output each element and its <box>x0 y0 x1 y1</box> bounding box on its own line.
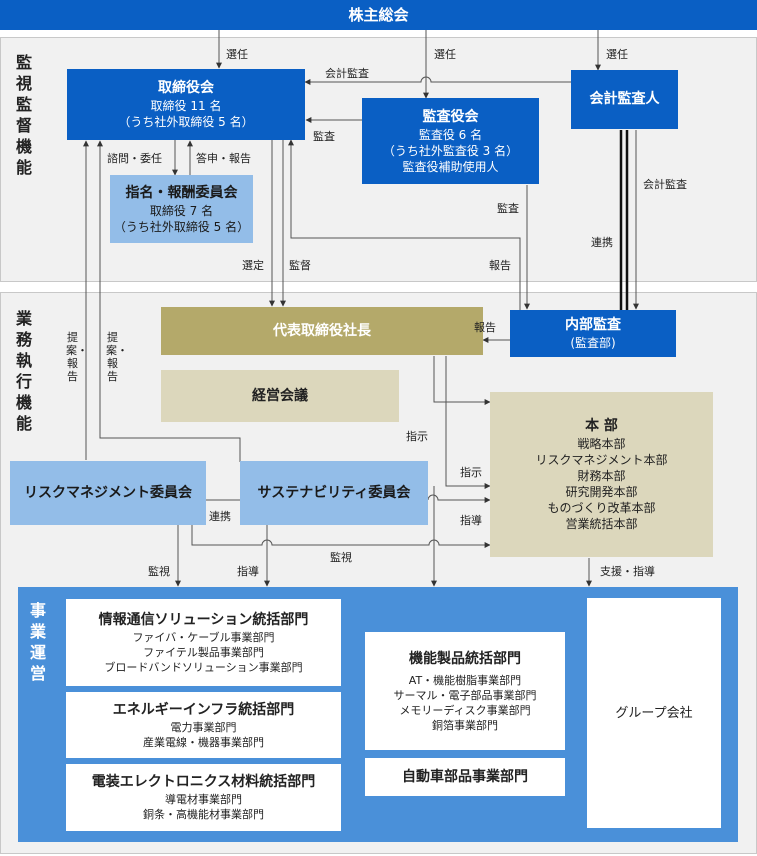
label-elect-board: 選任 <box>226 48 248 61</box>
division-functional: 機能製品統括部門 AT・機能樹脂事業部門 サーマル・電子部品事業部門 メモリーデ… <box>365 632 565 750</box>
label-propose-sustainability: 提案・報告 <box>106 331 128 383</box>
label-appoint: 選定 <box>242 259 264 272</box>
division-unit: AT・機能樹脂事業部門 <box>408 673 522 687</box>
hq-item: 営業統括本部 <box>565 517 638 531</box>
division-telecom: 情報通信ソリューション統括部門 ファイバ・ケーブル事業部門 ファイテル製品事業部… <box>66 599 341 686</box>
division-unit: サーマル・電子部品事業部門 <box>393 688 537 702</box>
label-audit-internal: 監査 <box>497 202 519 215</box>
label-consult: 諮問・委任 <box>107 152 162 165</box>
division-telecom-title: 情報通信ソリューション統括部門 <box>98 611 309 628</box>
hq-item: ものづくり改革本部 <box>547 501 656 515</box>
label-propose-risk: 提案・報告 <box>66 331 88 383</box>
hq-item: 戦略本部 <box>577 437 626 451</box>
operations-label: 事業運営 <box>29 601 46 683</box>
division-energy-title: エネルギーインフラ統括部門 <box>112 701 295 718</box>
label-accounting-audit-internal: 会計監査 <box>643 178 687 191</box>
audit-board-title: 監査役会 <box>422 108 479 125</box>
division-unit: 導電材事業部門 <box>165 793 242 806</box>
internal-audit: 内部監査 (監査部) <box>510 310 676 357</box>
label-monitor-hq: 監視 <box>330 551 352 564</box>
accounting-auditor-title: 会計監査人 <box>589 91 660 107</box>
supervision-section-label: 監視監督機能 <box>15 53 32 177</box>
division-unit: ブロードバンドソリューション事業部門 <box>104 660 303 674</box>
risk-committee-title: リスクマネジメント委員会 <box>24 484 192 501</box>
hq-item: リスクマネジメント本部 <box>535 453 668 467</box>
division-energy: エネルギーインフラ統括部門 電力事業部門 産業電線・機器事業部門 <box>66 692 341 758</box>
audit-board-outside: （うち社外監査役 3 名） <box>382 143 519 158</box>
sustainability-committee: サステナビリティ委員会 <box>240 461 428 525</box>
management-meeting-title: 経営会議 <box>252 387 308 404</box>
division-unit: ファイテル製品事業部門 <box>143 645 264 659</box>
division-auto: 自動車部品事業部門 <box>365 758 565 796</box>
division-unit: 電力事業部門 <box>170 720 237 734</box>
label-guide-ops: 指導 <box>237 565 259 578</box>
division-unit: ファイバ・ケーブル事業部門 <box>132 630 275 644</box>
hq-item: 研究開発本部 <box>565 485 638 499</box>
label-instruct-1: 指示 <box>406 430 428 443</box>
headquarters: 本 部 戦略本部 リスクマネジメント本部 財務本部 研究開発本部 ものづくり改革… <box>490 392 713 557</box>
president-title: 代表取締役社長 <box>273 322 371 339</box>
label-audit-board: 監査 <box>313 130 335 143</box>
committee-outside-members: （うち社外取締役 5 名） <box>113 219 250 234</box>
division-unit: 産業電線・機器事業部門 <box>143 735 264 749</box>
internal-audit-title: 内部監査 <box>565 317 621 333</box>
group-companies: グループ会社 <box>587 598 721 828</box>
president: 代表取締役社長 <box>161 307 483 355</box>
label-report-back: 答申・報告 <box>196 152 251 165</box>
internal-audit-dept: (監査部) <box>570 336 616 350</box>
accounting-auditor: 会計監査人 <box>571 70 678 129</box>
hq-item: 財務本部 <box>577 469 626 483</box>
label-report-president: 報告 <box>474 321 496 334</box>
board-outside-members: （うち社外取締役 5 名） <box>118 115 254 129</box>
board-title: 取締役会 <box>158 80 214 96</box>
sustainability-committee-title: サステナビリティ委員会 <box>257 484 411 501</box>
division-unit: 銅箔事業部門 <box>432 718 498 732</box>
headquarters-title: 本 部 <box>585 418 618 434</box>
audit-board-assistant: 監査役補助使用人 <box>402 159 499 174</box>
division-unit: メモリーディスク事業部門 <box>399 703 531 717</box>
label-monitor-ops: 監視 <box>148 565 170 578</box>
board-of-directors: 取締役会 取締役 11 名 （うち社外取締役 5 名） <box>67 69 305 140</box>
division-functional-title: 機能製品統括部門 <box>409 650 521 667</box>
group-companies-title: グループ会社 <box>615 705 693 721</box>
management-meeting: 経営会議 <box>161 370 399 422</box>
label-liaison-committees: 連携 <box>209 510 231 523</box>
label-liaison-audit: 連携 <box>591 236 613 249</box>
audit-board-members: 監査役 6 名 <box>418 127 483 142</box>
label-supervise: 監督 <box>289 259 311 272</box>
committee-title: 指名・報酬委員会 <box>125 184 238 201</box>
label-instruct-2: 指示 <box>460 466 482 479</box>
label-report-board: 報告 <box>489 259 511 272</box>
execution-section-label: 業務執行機能 <box>15 309 32 433</box>
nomination-compensation-committee: 指名・報酬委員会 取締役 7 名 （うち社外取締役 5 名） <box>110 175 253 243</box>
audit-board: 監査役会 監査役 6 名 （うち社外監査役 3 名） 監査役補助使用人 <box>362 98 539 184</box>
committee-members: 取締役 7 名 <box>149 203 214 218</box>
shareholders-meeting: 株主総会 <box>0 0 757 30</box>
division-electronics-title: 電装エレクトロニクス材料統括部門 <box>91 774 316 790</box>
label-elect-auditors: 選任 <box>434 48 456 61</box>
label-guide-hq: 指導 <box>460 514 482 527</box>
label-accounting-audit-board: 会計監査 <box>325 67 369 80</box>
shareholders-meeting-label: 株主総会 <box>348 5 409 24</box>
label-support: 支援・指導 <box>600 565 655 578</box>
label-elect-accountant: 選任 <box>606 48 628 61</box>
division-auto-title: 自動車部品事業部門 <box>402 768 528 785</box>
division-electronics: 電装エレクトロニクス材料統括部門 導電材事業部門 銅条・高機能材事業部門 <box>66 764 341 831</box>
board-members: 取締役 11 名 <box>150 99 222 113</box>
division-unit: 銅条・高機能材事業部門 <box>143 808 264 821</box>
risk-management-committee: リスクマネジメント委員会 <box>10 461 206 525</box>
